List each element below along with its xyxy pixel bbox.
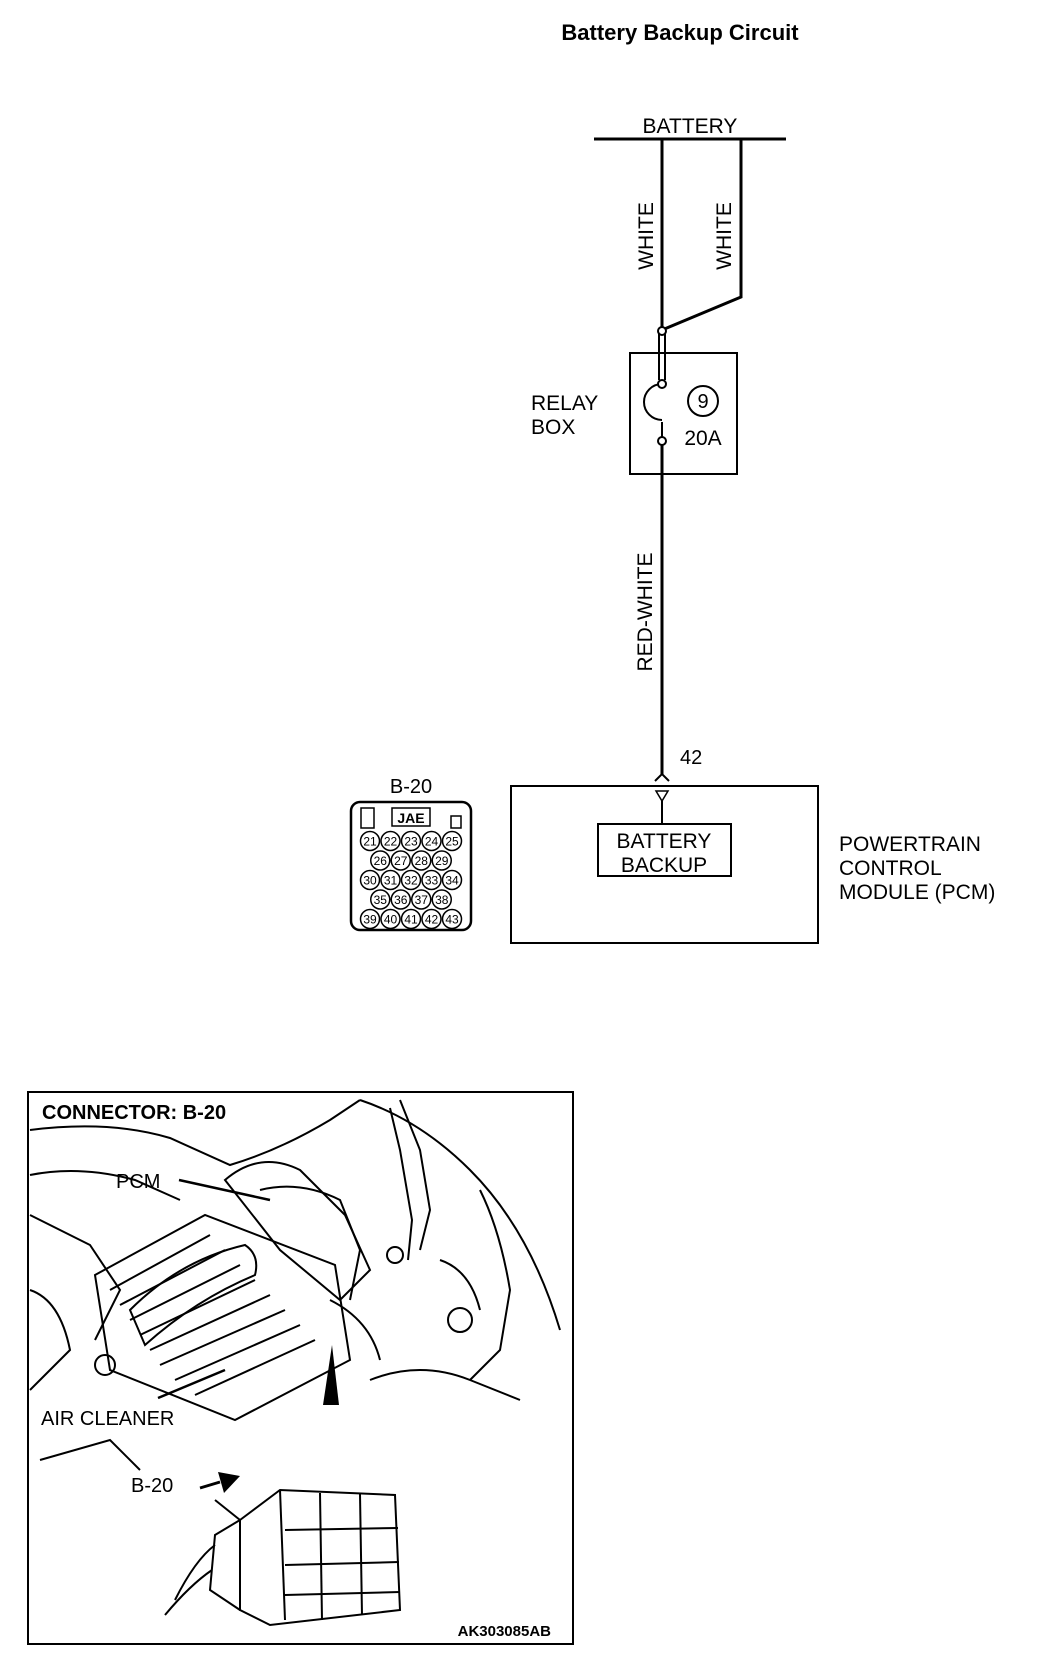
connector-pin xyxy=(380,869,401,891)
connector-pin xyxy=(359,830,381,852)
connector-pin-number: 31 xyxy=(384,874,398,888)
fuse-number: 9 xyxy=(697,391,708,413)
connector-pin-number: 36 xyxy=(394,893,408,907)
b20-arrow-head xyxy=(218,1472,240,1493)
connector-pin-number: 25 xyxy=(445,835,459,849)
location-illustration: CONNECTOR: B-20 PCM AIR CLEANER B-20 AK3… xyxy=(27,1091,574,1645)
pcm-box-outline xyxy=(510,785,819,944)
wire-color-white-left: WHITE xyxy=(635,202,658,270)
connector-pin xyxy=(411,850,432,871)
location-pointer-triangle xyxy=(323,1345,339,1405)
connector-pin xyxy=(380,908,401,930)
connector-pin xyxy=(400,908,422,930)
figure-code: AK303085AB xyxy=(458,1623,552,1640)
connector-pin xyxy=(380,830,401,852)
connector-pin xyxy=(431,889,452,910)
connector-pin-grid: 21 22 23 24 25 26 27 28 29 30 31 32 33 34 35 36 37 38 39 40… xyxy=(359,830,463,930)
connector-pin-number: 28 xyxy=(415,854,429,868)
battery-backup-label-line2: BACKUP xyxy=(621,854,707,877)
connector-pin-number: 32 xyxy=(404,874,418,888)
connector-pin-number: 42 xyxy=(425,913,439,927)
connector-brand-box xyxy=(391,807,431,827)
air-cleaner-leader-line xyxy=(157,1368,226,1400)
connector-pin-number: 35 xyxy=(374,893,388,907)
connector-pin-number: 21 xyxy=(363,835,377,849)
pcm-location-label: PCM xyxy=(116,1171,160,1193)
pcm-unit-sketch xyxy=(164,1488,402,1627)
connector-pin xyxy=(370,850,391,871)
b20-location-label: B-20 xyxy=(131,1475,173,1497)
connector-pin xyxy=(431,850,452,871)
relay-box-outline xyxy=(629,352,738,475)
connector-pin xyxy=(441,908,463,930)
pcm-leader-line xyxy=(178,1178,271,1202)
connector-latch-right xyxy=(450,815,462,829)
connector-pin xyxy=(421,908,442,930)
connector-pin xyxy=(390,850,411,871)
connector-pin-number: 23 xyxy=(404,835,418,849)
connector-brand: JAE xyxy=(397,810,424,826)
location-heading: CONNECTOR: B-20 xyxy=(42,1102,226,1124)
pin-number: 42 xyxy=(680,747,702,769)
connector-pin-number: 34 xyxy=(445,874,459,888)
connector-housing xyxy=(349,800,473,932)
connector-pin-number: 30 xyxy=(363,874,377,888)
white-wire-right xyxy=(661,139,743,332)
connector-b20-face: B-20 JAE 21 22 23 24 25 26 27 28 29 30 31 32 33 34 35 3… xyxy=(349,776,473,932)
connector-pin-number: 41 xyxy=(404,913,418,927)
connector-latch-left xyxy=(360,807,375,829)
connector-pin-number: 37 xyxy=(415,893,429,907)
pcm-label-line3: MODULE (PCM) xyxy=(839,881,995,904)
connector-pin xyxy=(359,869,381,891)
connector-pin xyxy=(421,869,442,891)
relay-box-label-line2: BOX xyxy=(531,416,575,439)
connector-pin-number: 40 xyxy=(384,913,398,927)
engine-bay-sketch xyxy=(29,1099,561,1471)
connector-pin xyxy=(359,908,381,930)
connector-pin-number: 43 xyxy=(445,913,459,927)
fuse-symbol xyxy=(643,326,667,446)
connector-pin-number: 27 xyxy=(394,854,408,868)
connector-pin-number: 22 xyxy=(384,835,398,849)
air-cleaner-label: AIR CLEANER xyxy=(41,1408,174,1430)
connector-pin-number: 26 xyxy=(374,854,388,868)
connector-pin-number: 39 xyxy=(363,913,377,927)
wire-color-red-white: RED-WHITE xyxy=(634,553,657,672)
connector-pin xyxy=(400,830,422,852)
connector-pin xyxy=(441,830,463,852)
connector-label: B-20 xyxy=(390,776,432,798)
air-cleaner-sketch xyxy=(93,1161,372,1422)
relay-box-label-line1: RELAY xyxy=(531,392,598,415)
wire-color-white-right: WHITE xyxy=(713,202,736,270)
connector-pin xyxy=(390,889,411,910)
pcm-input-triangle xyxy=(654,790,670,803)
fuse-rating: 20A xyxy=(684,427,721,450)
connector-pin-chevron xyxy=(654,772,670,782)
battery-backup-label-line1: BATTERY xyxy=(617,830,712,853)
fuse-number-circle xyxy=(687,385,719,417)
connector-pin xyxy=(370,889,391,910)
connector-pin xyxy=(400,869,422,891)
connector-pin-number: 24 xyxy=(425,835,439,849)
pcm-label-line2: CONTROL xyxy=(839,857,942,880)
wiring-circuit: BATTERY WHITE WHITE RELAY BOX 9 20A RED-… xyxy=(510,115,995,944)
connector-pin xyxy=(441,869,463,891)
b20-arrow-shaft xyxy=(199,1480,221,1490)
connector-pin-number: 38 xyxy=(435,893,449,907)
connector-pin-number: 33 xyxy=(425,874,439,888)
connector-pin-number: 29 xyxy=(435,854,449,868)
connector-pin xyxy=(421,830,442,852)
battery-label: BATTERY xyxy=(643,115,738,138)
pcm-label-line1: POWERTRAIN xyxy=(839,833,981,856)
connector-pin xyxy=(411,889,432,910)
battery-backup-box xyxy=(597,823,732,877)
diagram-title: Battery Backup Circuit xyxy=(561,20,799,45)
